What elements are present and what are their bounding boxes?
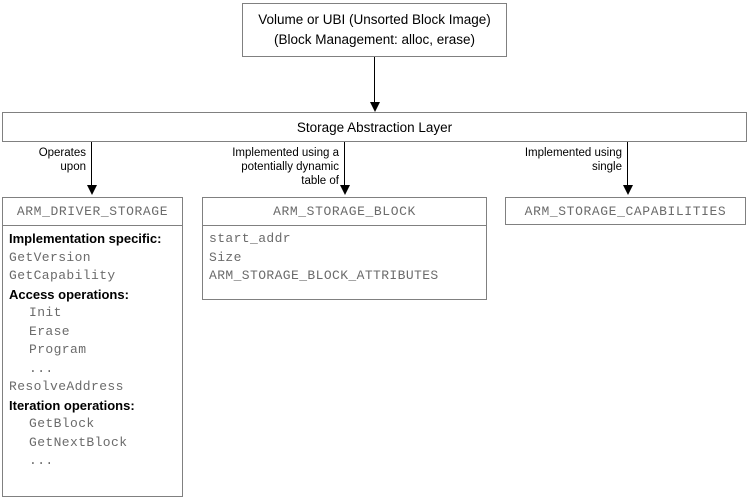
member-section-label: Access operations:	[9, 286, 129, 302]
member-row: start_addr	[209, 231, 292, 246]
member-row: ...	[29, 453, 54, 468]
member-row: GetNextBlock	[29, 434, 128, 450]
storage-abstraction-layer-label: Storage Abstraction Layer	[296, 119, 453, 135]
arm-driver-storage-box: ARM_DRIVER_STORAGE Implementation specif…	[2, 197, 183, 497]
arm-driver-storage-header: ARM_DRIVER_STORAGE	[3, 198, 182, 226]
member-row: ResolveAddress	[9, 379, 124, 394]
member-row: GetVersion	[9, 249, 92, 265]
member-row: ...	[29, 360, 54, 376]
arm-storage-capabilities-box: ARM_STORAGE_CAPABILITIES	[505, 197, 746, 225]
member-row: Init	[29, 305, 62, 320]
member-section-label: Implementation specific:	[9, 231, 162, 246]
edge-label-table-of: Implemented using a potentially dynamic …	[232, 147, 339, 187]
connector-layer-to-driver	[91, 142, 92, 187]
member-row: GetCapability	[9, 268, 116, 283]
member-row: ARM_STORAGE_BLOCK_ATTRIBUTES	[209, 268, 439, 283]
volume-ubi-line-2: (Block Management: alloc, erase)	[273, 32, 476, 47]
edge-label-single: Implemented using single	[524, 147, 622, 173]
member-row: GetBlock	[29, 416, 95, 431]
arrowhead-layer-to-driver	[87, 185, 97, 195]
arm-storage-capabilities-header: ARM_STORAGE_CAPABILITIES	[524, 204, 727, 219]
connector-volume-to-layer	[374, 57, 375, 104]
connector-layer-to-capabilities	[627, 142, 628, 187]
storage-abstraction-layer-box: Storage Abstraction Layer	[2, 112, 747, 142]
arrowhead-layer-to-capabilities	[623, 185, 633, 195]
member-section-label: Iteration operations:	[9, 397, 135, 413]
connector-layer-to-block	[344, 142, 345, 187]
arrowhead-layer-to-block	[340, 185, 350, 195]
arrowhead-volume-to-layer	[370, 102, 380, 112]
volume-ubi-box: Volume or UBI (Unsorted Block Image) (Bl…	[242, 3, 507, 57]
member-row: Program	[29, 342, 87, 357]
edge-label-operates-upon: Operates upon	[38, 147, 86, 173]
member-row: Erase	[29, 323, 71, 339]
volume-ubi-line-1: Volume or UBI (Unsorted Block Image)	[258, 12, 491, 28]
arm-storage-block-header: ARM_STORAGE_BLOCK	[203, 198, 486, 226]
member-row: Size	[209, 249, 242, 265]
